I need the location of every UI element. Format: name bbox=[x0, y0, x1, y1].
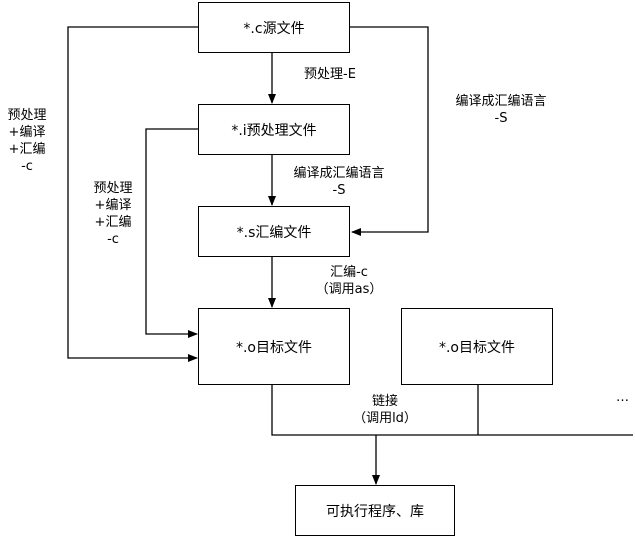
arrow-c-to-o-outer bbox=[67, 26, 198, 362]
link-line-object-1 bbox=[271, 385, 633, 436]
ellipsis-label: … bbox=[616, 390, 629, 405]
executable-library-box: 可执行程序、库 bbox=[295, 485, 455, 536]
compile-to-assembly-label-top: 编译成汇编语言 -S bbox=[455, 94, 547, 126]
preprocess-compile-assemble-label-inner: 预处理 +编译 +汇编 -c bbox=[93, 181, 133, 247]
i-preprocessed-file-box: *.i预处理文件 bbox=[198, 104, 350, 155]
preprocess-compile-assemble-label-outer: 预处理 +编译 +汇编 -c bbox=[7, 108, 47, 174]
c-source-file-box: *.c源文件 bbox=[198, 2, 350, 53]
compile-to-assembly-label-mid: 编译成汇编语言 -S bbox=[293, 166, 385, 198]
arrow-c-to-s-compile bbox=[350, 26, 429, 236]
assemble-c-label: 汇编-c （调用as） bbox=[315, 265, 383, 297]
o-object-file-box-1: *.o目标文件 bbox=[198, 308, 350, 385]
preprocess-e-label: 预处理-E bbox=[304, 67, 356, 82]
arrow-i-to-o-inner bbox=[145, 128, 198, 338]
s-assembly-file-box: *.s汇编文件 bbox=[198, 206, 350, 257]
link-label: 链接 （调用ld） bbox=[353, 394, 417, 426]
o-object-file-box-2: *.o目标文件 bbox=[401, 308, 553, 385]
